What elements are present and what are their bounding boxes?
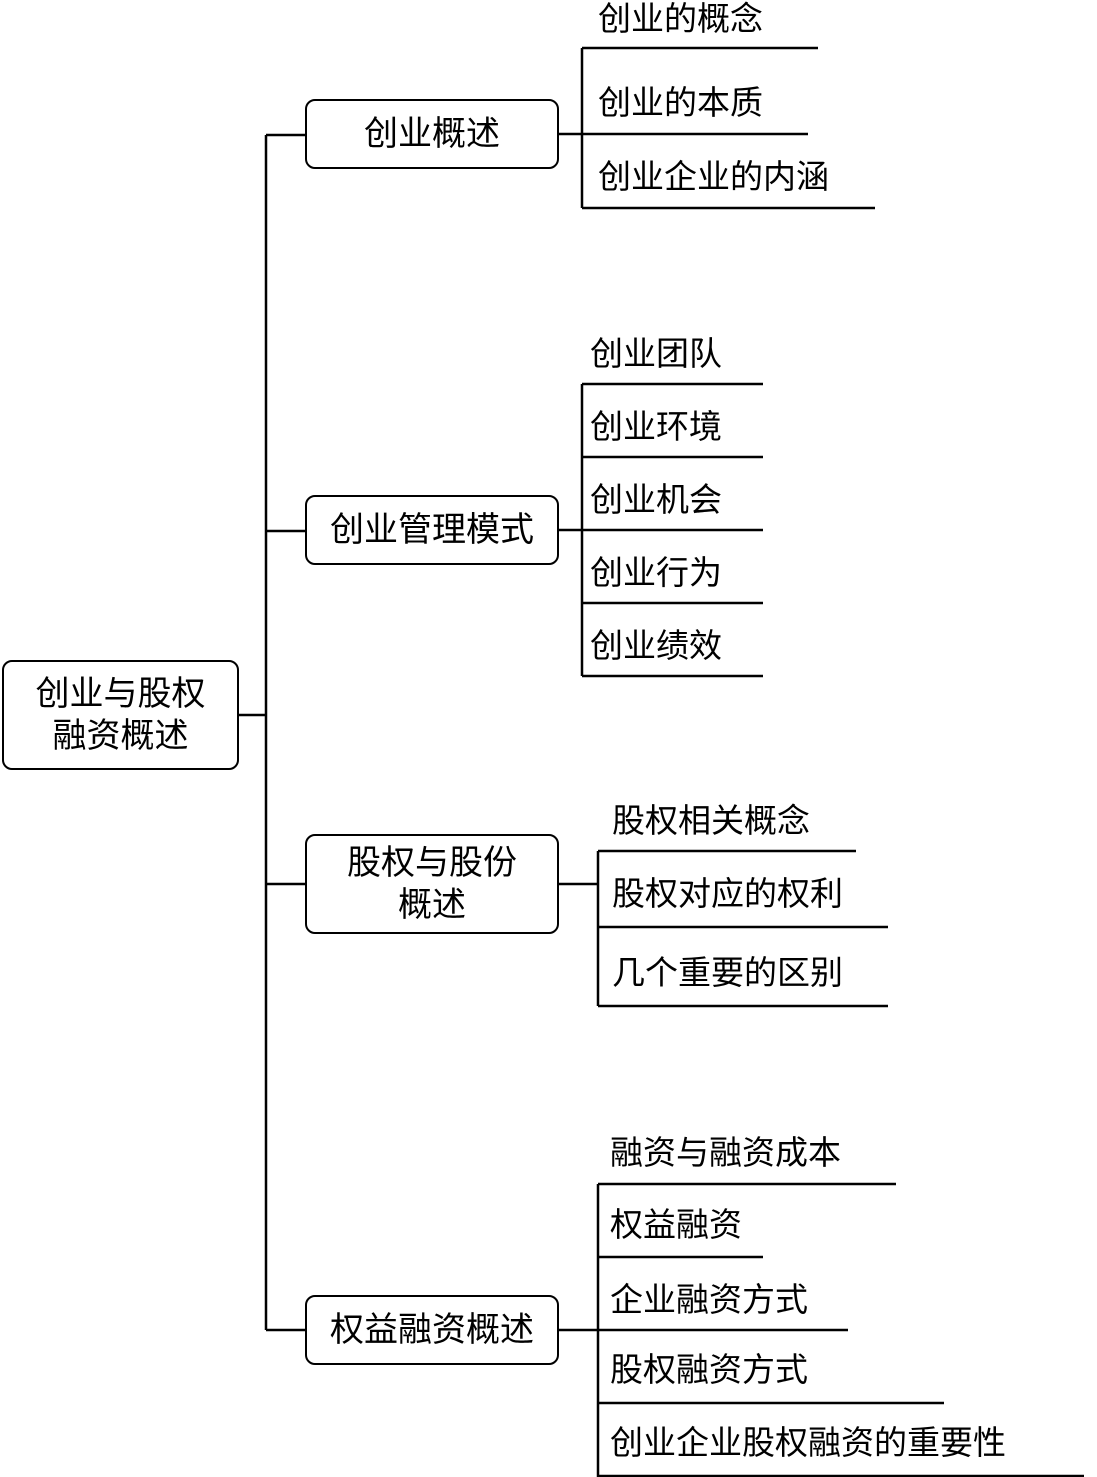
leaf-item: 创业绩效 [590,626,722,665]
branch-node-equity-financing: 权益融资概述 [305,1295,559,1365]
leaf-item: 企业融资方式 [610,1280,808,1319]
leaf-item: 股权相关概念 [612,801,810,840]
leaf-item: 创业企业的内涵 [598,157,829,196]
leaf-item: 几个重要的区别 [612,953,843,992]
branch-node-management-model: 创业管理模式 [305,495,559,565]
branch-node-label: 创业管理模式 [330,510,534,550]
leaf-item: 融资与融资成本 [610,1133,841,1172]
branch-node-label: 权益融资概述 [330,1310,534,1350]
leaf-item: 创业的本质 [598,83,763,122]
leaf-item: 创业环境 [590,407,722,446]
root-node-line1: 创业与股权 [35,674,206,714]
branch-node-label-line2: 概述 [398,885,466,925]
root-node: 创业与股权 融资概述 [2,660,239,770]
branch-node-entrepreneurship-overview: 创业概述 [305,99,559,169]
branch-node-label: 创业概述 [364,114,500,154]
leaf-item: 股权对应的权利 [612,874,843,913]
leaf-item: 股权融资方式 [610,1350,808,1389]
branch-node-equity-shares: 股权与股份 概述 [305,834,559,934]
leaf-item: 创业机会 [590,480,722,519]
leaf-item: 创业企业股权融资的重要性 [610,1423,1006,1462]
leaf-item: 权益融资 [610,1205,742,1244]
leaf-item: 创业团队 [590,334,722,373]
leaf-item: 创业的概念 [598,0,763,38]
branch-node-label-line1: 股权与股份 [347,843,517,883]
leaf-item: 创业行为 [590,553,722,592]
root-node-line2: 融资概述 [52,716,189,756]
